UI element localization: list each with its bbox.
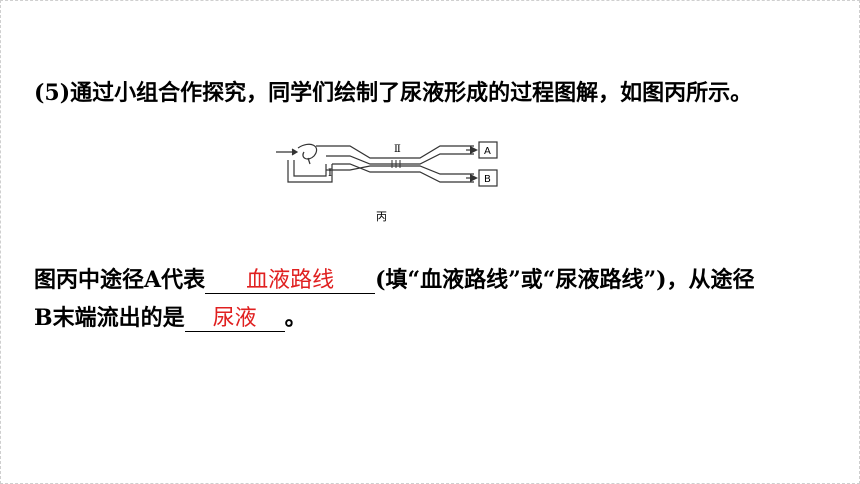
answer-part2: (填“血液路线”或“尿液路线”)，从途径 bbox=[375, 267, 755, 293]
box-a bbox=[478, 141, 498, 159]
box-b-label: B bbox=[484, 174, 491, 185]
answer-blank-1: 血液路线 bbox=[205, 267, 376, 294]
answer-part4: 。 bbox=[284, 305, 307, 331]
label-roman-2: Ⅱ bbox=[394, 144, 401, 155]
urine-formation-diagram: Ⅰ Ⅱ A B bbox=[276, 141, 498, 187]
answer-blank-2: 尿液 bbox=[184, 305, 285, 332]
answer-line-1: 图丙中途径A代表 血液路线 (填“血液路线”或“尿液路线”)，从途径 bbox=[34, 265, 755, 295]
figure-caption: 丙 bbox=[376, 210, 387, 223]
answer-line-2: B末端流出的是 尿液 。 bbox=[34, 303, 307, 333]
answer-blank-2-text: 尿液 bbox=[212, 306, 257, 331]
box-b bbox=[478, 169, 498, 187]
label-roman-1: Ⅰ bbox=[328, 168, 332, 179]
box-a-label: A bbox=[484, 146, 491, 157]
answer-part3: B末端流出的是 bbox=[34, 305, 185, 331]
answer-blank-1-text: 血液路线 bbox=[246, 268, 335, 293]
question-text: (5)通过小组合作探究，同学们绘制了尿液形成的过程图解，如图丙所示。 bbox=[34, 80, 753, 106]
answer-part1: 图丙中途径A代表 bbox=[34, 267, 206, 293]
